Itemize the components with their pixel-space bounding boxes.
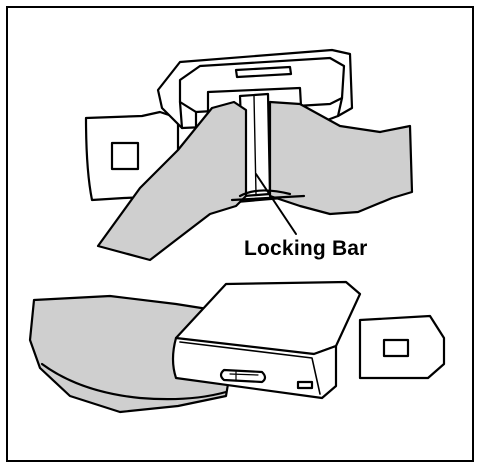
bottom-buckle-drawing <box>30 282 444 412</box>
top-buckle-drawing <box>86 50 412 260</box>
buckle-small-slot <box>298 382 312 388</box>
latch-slot <box>112 143 138 169</box>
locking-bar-label: Locking Bar <box>244 237 368 261</box>
release-button <box>221 370 265 382</box>
latch-slot-bottom <box>384 340 408 356</box>
